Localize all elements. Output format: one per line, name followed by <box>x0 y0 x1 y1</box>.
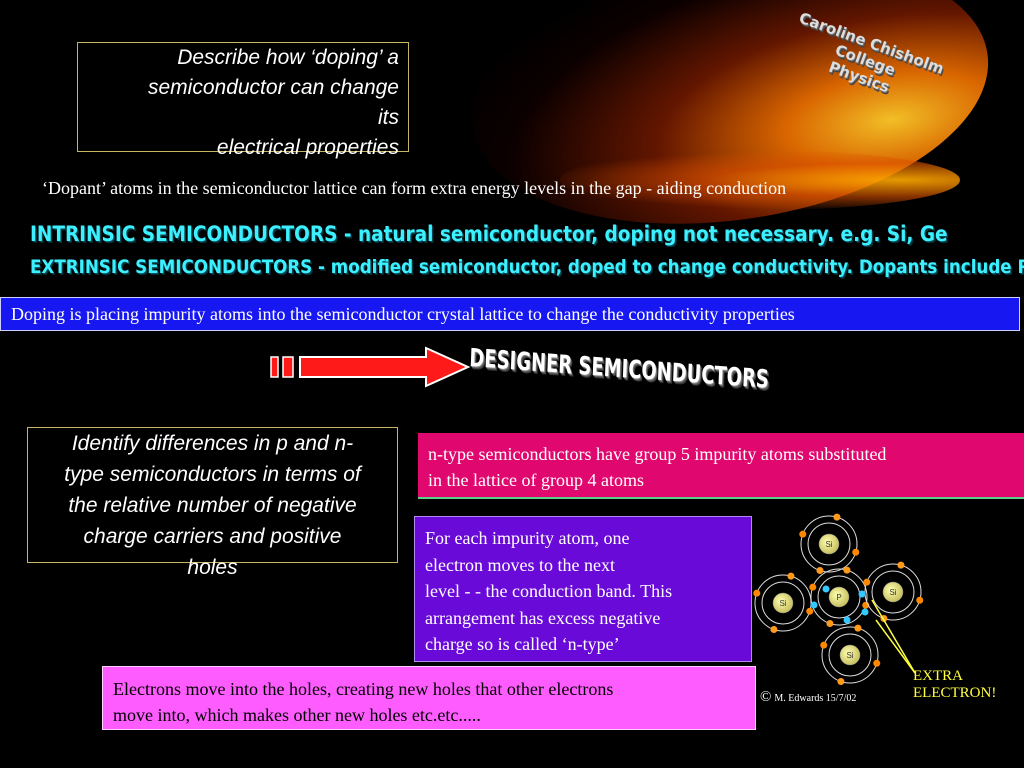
electron-dot <box>833 513 841 521</box>
electron-dot <box>787 572 795 580</box>
electron-dot <box>843 566 851 574</box>
electron-dot <box>863 578 871 586</box>
arrow-icon <box>270 346 471 388</box>
bonding-electron-dot <box>858 590 866 598</box>
bonding-electron-dot <box>822 585 830 593</box>
silicon-atom-bottom: Si <box>820 624 881 685</box>
orange-glow-decoration <box>454 0 1006 255</box>
designer-semiconductors-heading: DESIGNER SEMICONDUCTORS <box>468 343 770 394</box>
silicon-atom-left: Si <box>753 572 814 633</box>
bonding-electron-dot <box>861 608 869 616</box>
silicon-atom-top: Si <box>799 513 860 574</box>
atom-label: Si <box>825 540 832 549</box>
extrinsic-heading: EXTRINSIC SEMICONDUCTORS - modified semi… <box>30 256 1024 278</box>
electron-dot <box>916 596 924 604</box>
electron-dot <box>820 641 828 649</box>
impurity-explanation-box: For each impurity atom, one electron mov… <box>414 516 752 662</box>
atom-label: Si <box>889 588 896 597</box>
atom-label: Si <box>846 651 853 660</box>
electron-dot <box>854 624 862 632</box>
electron-dot <box>837 677 845 685</box>
pointer-line-2 <box>871 599 916 674</box>
bonding-electron-dot <box>843 616 851 624</box>
pointer-line-1 <box>875 619 916 674</box>
electron-dot <box>799 530 807 538</box>
phosphorus-atom-center: P <box>809 566 870 627</box>
doping-definition-box: Doping is placing impurity atoms into th… <box>0 297 1020 331</box>
holes-explanation-box: Electrons move into the holes, creating … <box>102 666 756 730</box>
copyright-notice: ©M. Edwards 15/7/02 <box>760 689 857 705</box>
electron-dot <box>770 625 778 633</box>
n-type-description-box: n-type semiconductors have group 5 impur… <box>418 433 1024 499</box>
bonding-electron-dot <box>810 601 818 609</box>
question-box-p-n-type: Identify differences in p and n- type se… <box>27 427 398 579</box>
intrinsic-heading: INTRINSIC SEMICONDUCTORS - natural semic… <box>30 222 948 246</box>
electron-dot <box>826 619 834 627</box>
electron-dot <box>897 561 905 569</box>
electron-dot <box>753 589 761 597</box>
silicon-atom-right: Si <box>863 561 924 622</box>
electron-dot <box>806 607 814 615</box>
atom-label: Si <box>779 599 786 608</box>
electron-dot <box>816 566 824 574</box>
electron-dot <box>852 548 860 556</box>
orange-streak-decoration <box>560 150 960 210</box>
question-box-doping: Describe how ‘doping’ a semiconductor ca… <box>77 42 409 159</box>
electron-dot <box>809 583 817 591</box>
atom-label: P <box>836 593 841 602</box>
electron-dot <box>873 659 881 667</box>
extra-electron-label: EXTRA ELECTRON! <box>913 668 997 701</box>
dopant-statement: ‘Dopant’ atoms in the semiconductor latt… <box>42 178 787 198</box>
copyright-icon: © <box>760 689 772 705</box>
